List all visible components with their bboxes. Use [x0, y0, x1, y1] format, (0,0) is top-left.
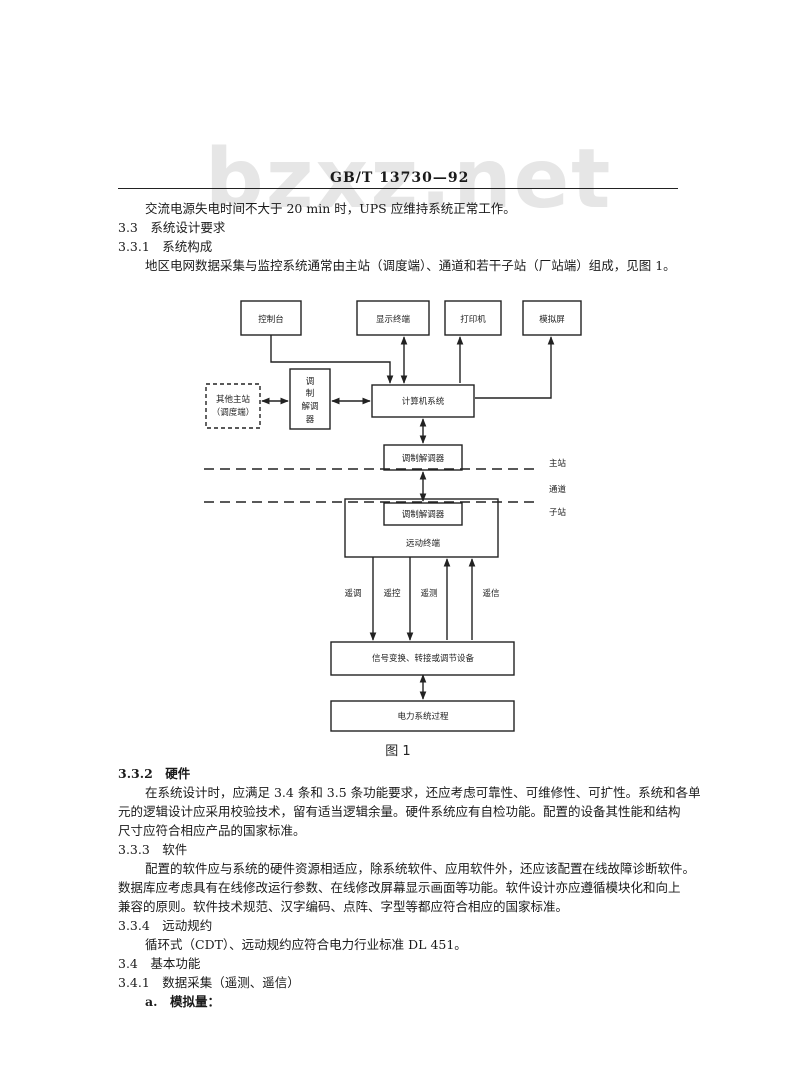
printer-label: 打印机 [460, 314, 486, 325]
display-terminal-box [356, 300, 430, 336]
paragraph-3-3-1: 地区电网数据采集与监控系统通常由主站（调度端）、通道和若干子站（厂站端）组成，见… [145, 258, 676, 273]
computer-system-box [371, 384, 475, 418]
conversion-device-label: 信号变换、转接或调节设备 [372, 653, 475, 664]
other-master-label-2: （调度端） [212, 407, 255, 418]
paragraph-ups: 交流电源失电时间不大于 20 min 时，UPS 应维持系统正常工作。 [145, 201, 516, 216]
display-terminal-label: 显示终端 [376, 314, 411, 325]
other-master-box [205, 383, 261, 429]
figure-caption: 图 1 [385, 744, 410, 759]
other-master-label-1: 其他主站 [216, 394, 251, 405]
paragraph-3-3-2-line-3: 尺寸应符合相应产品的国家标准。 [118, 823, 306, 838]
modem-sub-box [383, 502, 463, 526]
power-process-label: 电力系统过程 [397, 711, 449, 722]
modem-master-box [383, 444, 463, 471]
control-console-label: 控制台 [258, 314, 284, 325]
simulation-screen-label: 模拟屏 [539, 314, 565, 325]
section-3-4: 3.4 基本功能 [118, 956, 201, 971]
modem-sub-label: 调制解调器 [402, 509, 445, 520]
paragraph-3-3-2-line-1: 在系统设计时，应满足 3.4 条和 3.5 条功能要求，还应考虑可靠性、可维修性… [145, 785, 701, 800]
modem-master-label: 调制解调器 [402, 453, 445, 464]
paragraph-3-3-3-line-3: 兼容的原则。软件技术规范、汉字编码、点阵、字型等都应符合相应的国家标准。 [118, 899, 569, 914]
section-3-3-3: 3.3.3 软件 [118, 842, 188, 857]
page-header: GB/T 13730—92 [330, 170, 470, 186]
modem-left-label-1: 调 [306, 377, 315, 387]
signal-remote-control: 遥控 [383, 588, 401, 599]
modem-left-box [289, 368, 331, 430]
computer-system-label: 计算机系统 [402, 396, 445, 407]
paragraph-3-3-2-line-2: 元的逻辑设计应采用校验技术，留有适当逻辑余量。硬件系统应有自检功能。配置的设备其… [118, 804, 681, 819]
printer-box [444, 300, 502, 336]
paragraph-3-3-4: 循环式（CDT）、远动规约应符合电力行业标准 DL 451。 [145, 937, 467, 952]
signal-remote-measure: 遥测 [420, 588, 437, 599]
modem-left-label-4: 器 [306, 415, 315, 425]
modem-left-label-2: 制 [306, 388, 315, 399]
power-process-box [330, 700, 515, 732]
paragraph-3-3-3-line-1: 配置的软件应与系统的硬件资源相适应，除系统软件、应用软件外，还应该配置在线故障诊… [145, 861, 696, 876]
label-channel: 通道 [549, 484, 567, 495]
signal-remote-signal: 遥信 [482, 588, 500, 599]
modem-left-label-3: 解调 [301, 401, 318, 412]
section-3-3-4: 3.3.4 远动规约 [118, 918, 213, 933]
section-3-3-1: 3.3.1 系统构成 [118, 239, 213, 254]
section-3-4-1: 3.4.1 数据采集（遥测、遥信） [118, 975, 300, 990]
label-substation: 子站 [549, 507, 567, 518]
simulation-screen-box [522, 300, 582, 336]
rtu-label: 远动终端 [406, 538, 441, 549]
header-rule [118, 188, 678, 189]
section-3-3-2: 3.3.2 硬件 [118, 766, 191, 781]
item-a: a. 模拟量： [145, 994, 220, 1009]
signal-remote-adjust: 遥调 [344, 588, 361, 599]
section-3-3: 3.3 系统设计要求 [118, 220, 226, 235]
watermark: bzxz.net [205, 132, 613, 227]
label-master: 主站 [549, 458, 567, 469]
paragraph-3-3-3-line-2: 数据库应考虑具有在线修改运行参数、在线修改屏幕显示画面等功能。软件设计亦应遵循模… [118, 880, 681, 895]
